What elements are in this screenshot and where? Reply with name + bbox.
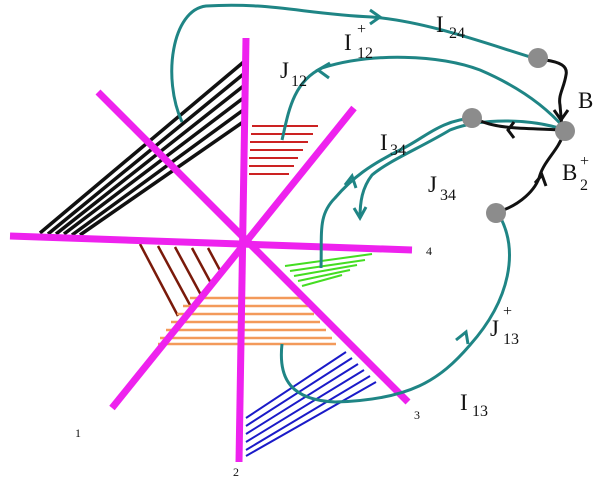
label-i34: I 34	[380, 130, 406, 159]
svg-text:+: +	[357, 21, 366, 38]
teal-loops	[170, 3, 568, 404]
star-axes	[9, 37, 413, 463]
arrowhead-b2	[533, 172, 548, 187]
loop-j34	[358, 119, 566, 219]
black-line-bundle	[38, 58, 248, 237]
loop-j13	[279, 212, 511, 404]
svg-text:34: 34	[440, 187, 456, 204]
blue-line-bundle	[245, 351, 377, 457]
svg-text:13: 13	[472, 403, 488, 420]
loop-j12	[280, 55, 568, 141]
svg-text:J: J	[490, 316, 499, 341]
connector-b	[544, 58, 568, 129]
connector-b2	[497, 134, 565, 214]
arrowhead-i34-node	[506, 121, 516, 139]
label-b: B	[578, 88, 593, 113]
arrow-i34	[343, 172, 358, 189]
svg-text:J: J	[428, 172, 437, 197]
black-connectors	[477, 58, 570, 214]
arrowhead-b	[552, 109, 570, 123]
brown-line-bundle	[138, 243, 224, 317]
label-j13-plus: J + 13	[490, 303, 519, 348]
svg-text:I: I	[344, 30, 352, 55]
arrow-j12	[315, 61, 331, 80]
label-b2-plus: B + 2	[562, 153, 589, 194]
label-i13: I 13	[460, 390, 488, 420]
svg-text:B: B	[562, 160, 577, 185]
svg-text:I: I	[436, 12, 444, 37]
label-i12-plus: I + 12	[344, 21, 373, 62]
axis-label-2: 2	[233, 465, 239, 479]
label-j34: J 34	[428, 172, 456, 204]
label-i24: I 24	[436, 12, 465, 42]
svg-text:+: +	[503, 303, 512, 320]
svg-text:34: 34	[390, 142, 406, 159]
svg-text:2: 2	[580, 177, 588, 194]
svg-text:24: 24	[449, 25, 465, 42]
label-j12: J 12	[280, 58, 307, 90]
axis-label-3: 3	[414, 408, 420, 422]
arrow-j13	[455, 329, 470, 345]
arrow-i24	[369, 8, 383, 26]
svg-text:J: J	[280, 58, 289, 83]
axis-label-1: 1	[75, 426, 81, 440]
node-b2	[486, 203, 506, 223]
svg-text:12: 12	[291, 73, 307, 90]
axis-horizontal	[9, 232, 413, 254]
nodes	[462, 48, 575, 223]
arrow-j34	[352, 206, 368, 222]
orange-line-bundle	[158, 296, 336, 346]
loop-i24	[170, 3, 541, 123]
svg-text:+: +	[580, 153, 589, 170]
axis-label-4: 4	[426, 244, 432, 258]
green-line-bundle	[284, 253, 373, 287]
teal-arrowheads	[315, 8, 470, 345]
svg-text:B: B	[578, 88, 593, 113]
svg-text:13: 13	[503, 331, 519, 348]
svg-text:12: 12	[357, 45, 373, 62]
svg-text:I: I	[380, 130, 388, 155]
node-top-right	[528, 48, 548, 68]
node-i34	[462, 108, 482, 128]
node-b	[555, 121, 575, 141]
svg-text:I: I	[460, 390, 468, 415]
axis-diagonal-up	[109, 105, 357, 411]
axis-diagonal-down	[95, 89, 411, 405]
loop-i34	[319, 116, 475, 269]
connector-i34-node	[477, 118, 561, 132]
